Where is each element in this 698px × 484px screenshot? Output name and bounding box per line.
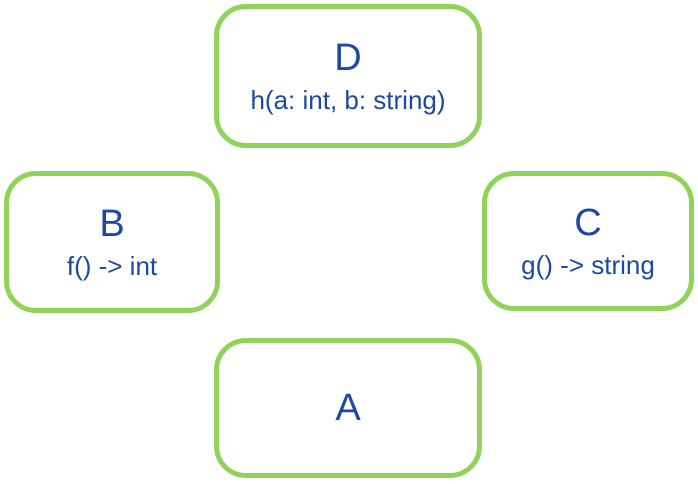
node-a: A — [214, 338, 482, 478]
node-c: C g() -> string — [482, 171, 694, 311]
node-c-label: C — [574, 202, 602, 244]
node-b-label: B — [99, 203, 125, 245]
node-c-signature: g() -> string — [521, 250, 655, 280]
node-b: B f() -> int — [4, 171, 220, 313]
node-d-label: D — [334, 37, 362, 79]
node-b-signature: f() -> int — [66, 251, 158, 281]
node-d-signature: h(a: int, b: string) — [250, 85, 446, 115]
node-a-label: A — [335, 387, 361, 429]
node-d: D h(a: int, b: string) — [214, 4, 482, 148]
